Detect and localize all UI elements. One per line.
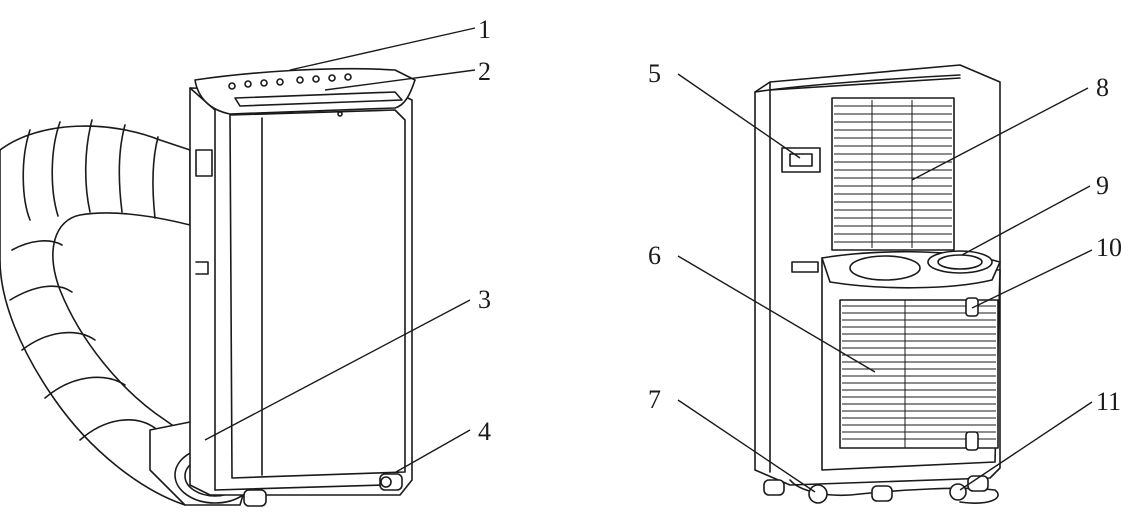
drain-plug-icon [965, 297, 979, 317]
caster-wheel-icon [763, 475, 989, 502]
callout-2: 2 [478, 57, 491, 86]
callout-5: 5 [648, 59, 661, 88]
caster-wheel-icon [243, 473, 403, 507]
lower-intake-grille-icon [839, 299, 999, 449]
callout-6: 6 [648, 241, 661, 270]
callout-labels: 1 2 3 4 5 6 7 8 9 10 11 [478, 15, 1122, 446]
upper-filter-grille-icon [831, 97, 955, 251]
leader-lines [204, 27, 1093, 493]
callout-10: 10 [1096, 233, 1122, 262]
control-buttons-icon [228, 73, 352, 90]
rear-view-unit [754, 64, 1001, 504]
callout-3: 3 [478, 285, 491, 314]
carry-handle-icon [781, 147, 821, 173]
callout-9: 9 [1096, 171, 1109, 200]
callout-1: 1 [478, 15, 491, 44]
callout-8: 8 [1096, 73, 1109, 102]
exhaust-outlet-icon [927, 250, 993, 274]
callout-11: 11 [1096, 387, 1121, 416]
front-view-unit [0, 67, 416, 507]
callout-7: 7 [648, 385, 661, 414]
callout-4: 4 [478, 417, 491, 446]
